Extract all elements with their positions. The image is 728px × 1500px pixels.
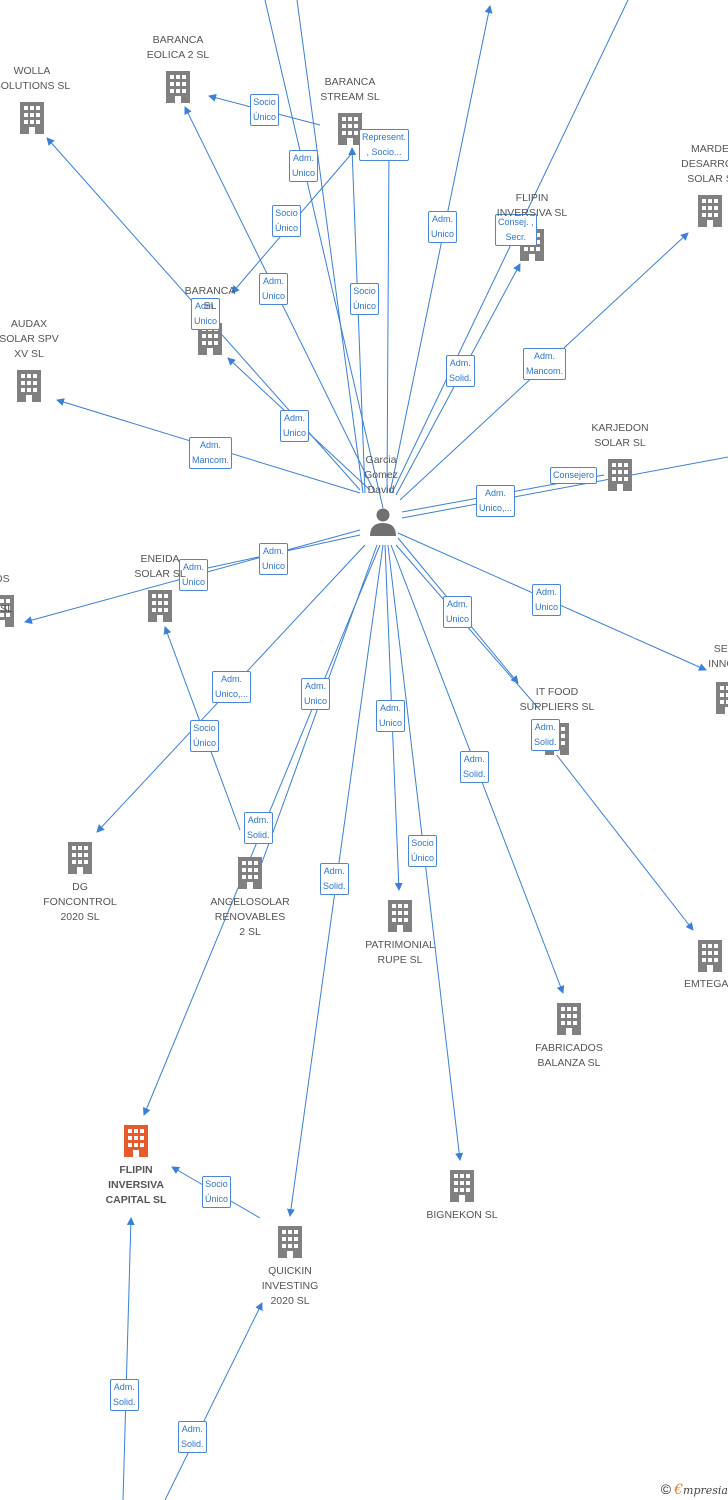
- relationship-edge: [264, 0, 384, 509]
- relationship-label[interactable]: Adm. Unico,...: [476, 485, 516, 517]
- relationship-label[interactable]: Adm. Unico: [532, 584, 562, 616]
- company-name[interactable]: KARJEDON SOLAR SL: [591, 422, 649, 449]
- relationship-label[interactable]: Consejero: [550, 467, 598, 484]
- company-name[interactable]: FLIPIN INVERSIVA SL: [496, 192, 568, 219]
- building-icon[interactable]: [698, 195, 722, 227]
- building-icon[interactable]: [557, 1003, 581, 1035]
- relationship-label[interactable]: Consej. , Secr.: [495, 214, 537, 246]
- company-name[interactable]: MARDE DESARROL SOLAR S: [681, 143, 728, 185]
- relationship-label[interactable]: Socio Único: [408, 835, 438, 867]
- building-icon[interactable]: [124, 1125, 148, 1157]
- relationship-label[interactable]: Socio Único: [202, 1176, 232, 1208]
- relationship-label[interactable]: Adm. Unico: [259, 543, 289, 575]
- relationship-edge: [401, 456, 728, 519]
- company-name[interactable]: FABRICADOS BALANZA SL: [535, 1042, 603, 1069]
- relationship-edge: [296, 0, 364, 494]
- building-icon[interactable]: [698, 940, 722, 972]
- company-name[interactable]: BARANCA SL: [184, 285, 236, 312]
- relationship-label[interactable]: Adm. Solid.: [244, 812, 273, 844]
- building-icon[interactable]: [608, 459, 632, 491]
- relationship-label[interactable]: Adm. Solid.: [460, 751, 489, 783]
- company-name[interactable]: WOLLA SOLUTIONS SL: [0, 65, 71, 92]
- relationship-label[interactable]: Adm. Solid.: [446, 355, 475, 387]
- relationship-label[interactable]: Adm. Mancom.: [523, 348, 567, 380]
- relationship-label[interactable]: Socio Único: [350, 283, 380, 315]
- relationship-label[interactable]: Adm. Unico: [259, 273, 289, 305]
- building-icon[interactable]: [716, 682, 728, 714]
- company-name[interactable]: IT FOOD SUPPLIERS SL: [519, 686, 595, 713]
- relationship-edge: [391, 0, 629, 494]
- relationship-edge: [122, 1217, 135, 1500]
- building-icon[interactable]: [166, 71, 190, 103]
- relationship-label[interactable]: Adm. Solid.: [320, 863, 349, 895]
- company-name[interactable]: EMTEGAR: [684, 978, 728, 990]
- relationship-label[interactable]: Adm. Solid.: [178, 1421, 207, 1453]
- company-name[interactable]: AUDAX SOLAR SPV XV SL: [0, 318, 59, 360]
- relationship-edge: [544, 739, 694, 931]
- relationship-label[interactable]: Adm. Solid.: [531, 719, 560, 751]
- relationship-label[interactable]: Socio Único: [190, 720, 220, 752]
- person-name[interactable]: Garcia Gomez David: [364, 454, 398, 496]
- relationship-label[interactable]: Socio Único: [250, 94, 280, 126]
- empresia-watermark: ©€mpresia: [661, 1481, 728, 1498]
- building-icon[interactable]: [20, 102, 44, 134]
- person-icon[interactable]: [370, 508, 396, 537]
- company-name[interactable]: SEDA INNOVA: [708, 643, 728, 670]
- company-name[interactable]: DG FONCONTROL 2020 SL: [43, 881, 117, 923]
- relationship-label[interactable]: Adm. Unico,...: [212, 671, 252, 703]
- company-name[interactable]: OS A SL: [0, 573, 14, 615]
- relationship-label[interactable]: Adm. Unico: [191, 298, 221, 330]
- empresia-logo: €mpresia: [674, 1482, 728, 1498]
- relationship-label[interactable]: Adm. Unico: [376, 700, 406, 732]
- building-icon[interactable]: [388, 900, 412, 932]
- company-name[interactable]: BARANCA EOLICA 2 SL: [146, 34, 210, 61]
- company-name[interactable]: BIGNEKON SL: [426, 1209, 498, 1221]
- relationship-label[interactable]: Adm. Unico: [301, 678, 331, 710]
- relationship-label[interactable]: Adm. Unico: [280, 410, 310, 442]
- building-icon[interactable]: [278, 1226, 302, 1258]
- company-name[interactable]: ANGELOSOLAR RENOVABLES 2 SL: [210, 896, 290, 938]
- company-name[interactable]: BARANCA STREAM SL: [320, 76, 380, 103]
- relationship-label[interactable]: Adm. Unico: [289, 150, 319, 182]
- relationship-label[interactable]: Socio Único: [272, 205, 302, 237]
- company-name[interactable]: ENEIDA SOLAR SL: [134, 553, 186, 580]
- relationship-edge: [386, 144, 390, 494]
- copyright-symbol: ©: [660, 1481, 672, 1497]
- relationship-label[interactable]: Adm. Mancom.: [189, 437, 233, 469]
- company-name[interactable]: QUICKIN INVESTING 2020 SL: [261, 1265, 319, 1307]
- company-name[interactable]: FLIPIN INVERSIVA CAPITAL SL: [105, 1164, 167, 1206]
- building-icon[interactable]: [17, 370, 41, 402]
- relationship-label[interactable]: Adm. Unico: [443, 596, 473, 628]
- relationship-label[interactable]: Adm. Solid.: [110, 1379, 139, 1411]
- edges-layer: [24, 0, 728, 1500]
- company-name[interactable]: PATRIMONIAL RUPE SL: [365, 939, 435, 966]
- building-icon[interactable]: [238, 857, 262, 889]
- building-icon[interactable]: [450, 1170, 474, 1202]
- relationship-edge: [348, 147, 366, 494]
- nodes-layer: [0, 71, 728, 1258]
- building-icon[interactable]: [148, 590, 172, 622]
- building-icon[interactable]: [68, 842, 92, 874]
- relationship-label[interactable]: Represent. , Socio...: [359, 129, 410, 161]
- relationship-edge: [164, 1302, 263, 1500]
- relationship-label[interactable]: Adm. Unico: [179, 559, 209, 591]
- relationship-edge: [389, 5, 493, 494]
- relationship-label[interactable]: Adm. Unico: [428, 211, 458, 243]
